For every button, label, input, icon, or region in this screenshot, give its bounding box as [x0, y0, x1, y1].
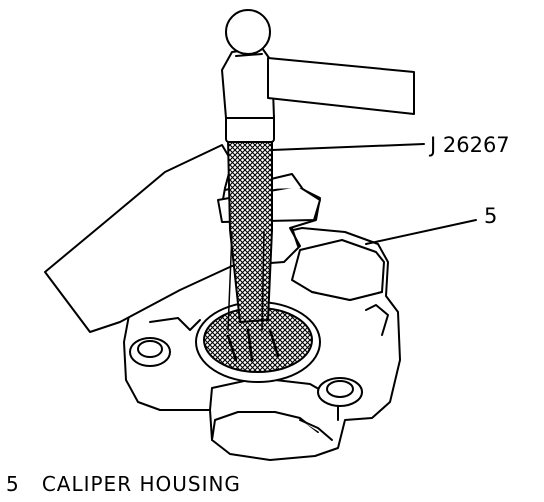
mounting-boss-left [129, 337, 171, 367]
tool-callout-label: J 26267 [428, 133, 510, 157]
piston-bore [195, 301, 321, 383]
tool-leader-line [271, 143, 425, 151]
mounting-boss-right [317, 377, 363, 407]
legend-number: 5 [6, 472, 20, 496]
legend-text: CALIPER HOUSING [41, 472, 241, 496]
hammer [221, 9, 415, 119]
housing-callout-number: 5 [484, 204, 497, 228]
housing-leader-line [365, 219, 477, 245]
legend-caption: 5 CALIPER HOUSING [6, 472, 241, 496]
